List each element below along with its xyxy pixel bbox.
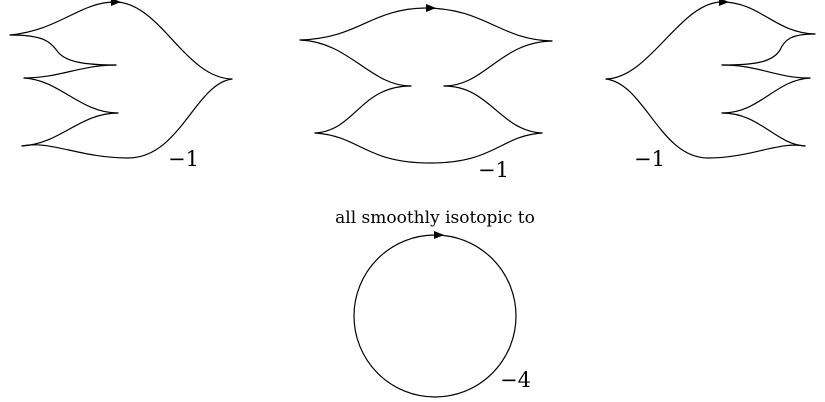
- unknot-circle-diagram: −4: [353, 231, 531, 398]
- left-front-diagram: −1: [9, 0, 233, 171]
- right-lobe-4: [721, 112, 806, 147]
- right-outer-lower-strand: [605, 78, 806, 159]
- middle-bottom-right-strand: [443, 85, 543, 134]
- middle-top-right-strand: [443, 40, 553, 87]
- middle-label: −1: [478, 158, 509, 182]
- circle-orientation-arrow: [434, 231, 444, 239]
- right-lobe-1: [721, 33, 816, 66]
- right-lobe-2: [721, 64, 811, 79]
- unknot-circle: [353, 234, 517, 398]
- right-outer-upper-strand: [605, 1, 816, 80]
- left-orientation-arrow: [111, 0, 121, 6]
- circle-label: −4: [500, 368, 531, 392]
- right-lobe-3: [721, 77, 811, 114]
- caption-text: all smoothly isotopic to: [335, 208, 535, 228]
- left-outer-upper-strand: [9, 1, 233, 80]
- middle-top-upper-strand: [299, 7, 553, 42]
- left-lobe-4: [21, 112, 119, 147]
- middle-orientation-arrow: [426, 4, 436, 12]
- left-lobe-3: [23, 77, 119, 114]
- right-orientation-arrow: [719, 0, 729, 6]
- left-lobe-2: [23, 64, 117, 79]
- middle-front-diagram: −1: [299, 4, 553, 182]
- middle-bottom-lower-strand: [314, 132, 543, 164]
- right-front-diagram: −1: [605, 0, 816, 171]
- right-label: −1: [634, 147, 665, 171]
- left-label: −1: [168, 147, 199, 171]
- left-outer-lower-strand: [21, 78, 233, 159]
- left-lobe-1: [9, 34, 117, 66]
- middle-top-left-strand: [299, 39, 412, 87]
- middle-bottom-left-strand: [314, 85, 412, 134]
